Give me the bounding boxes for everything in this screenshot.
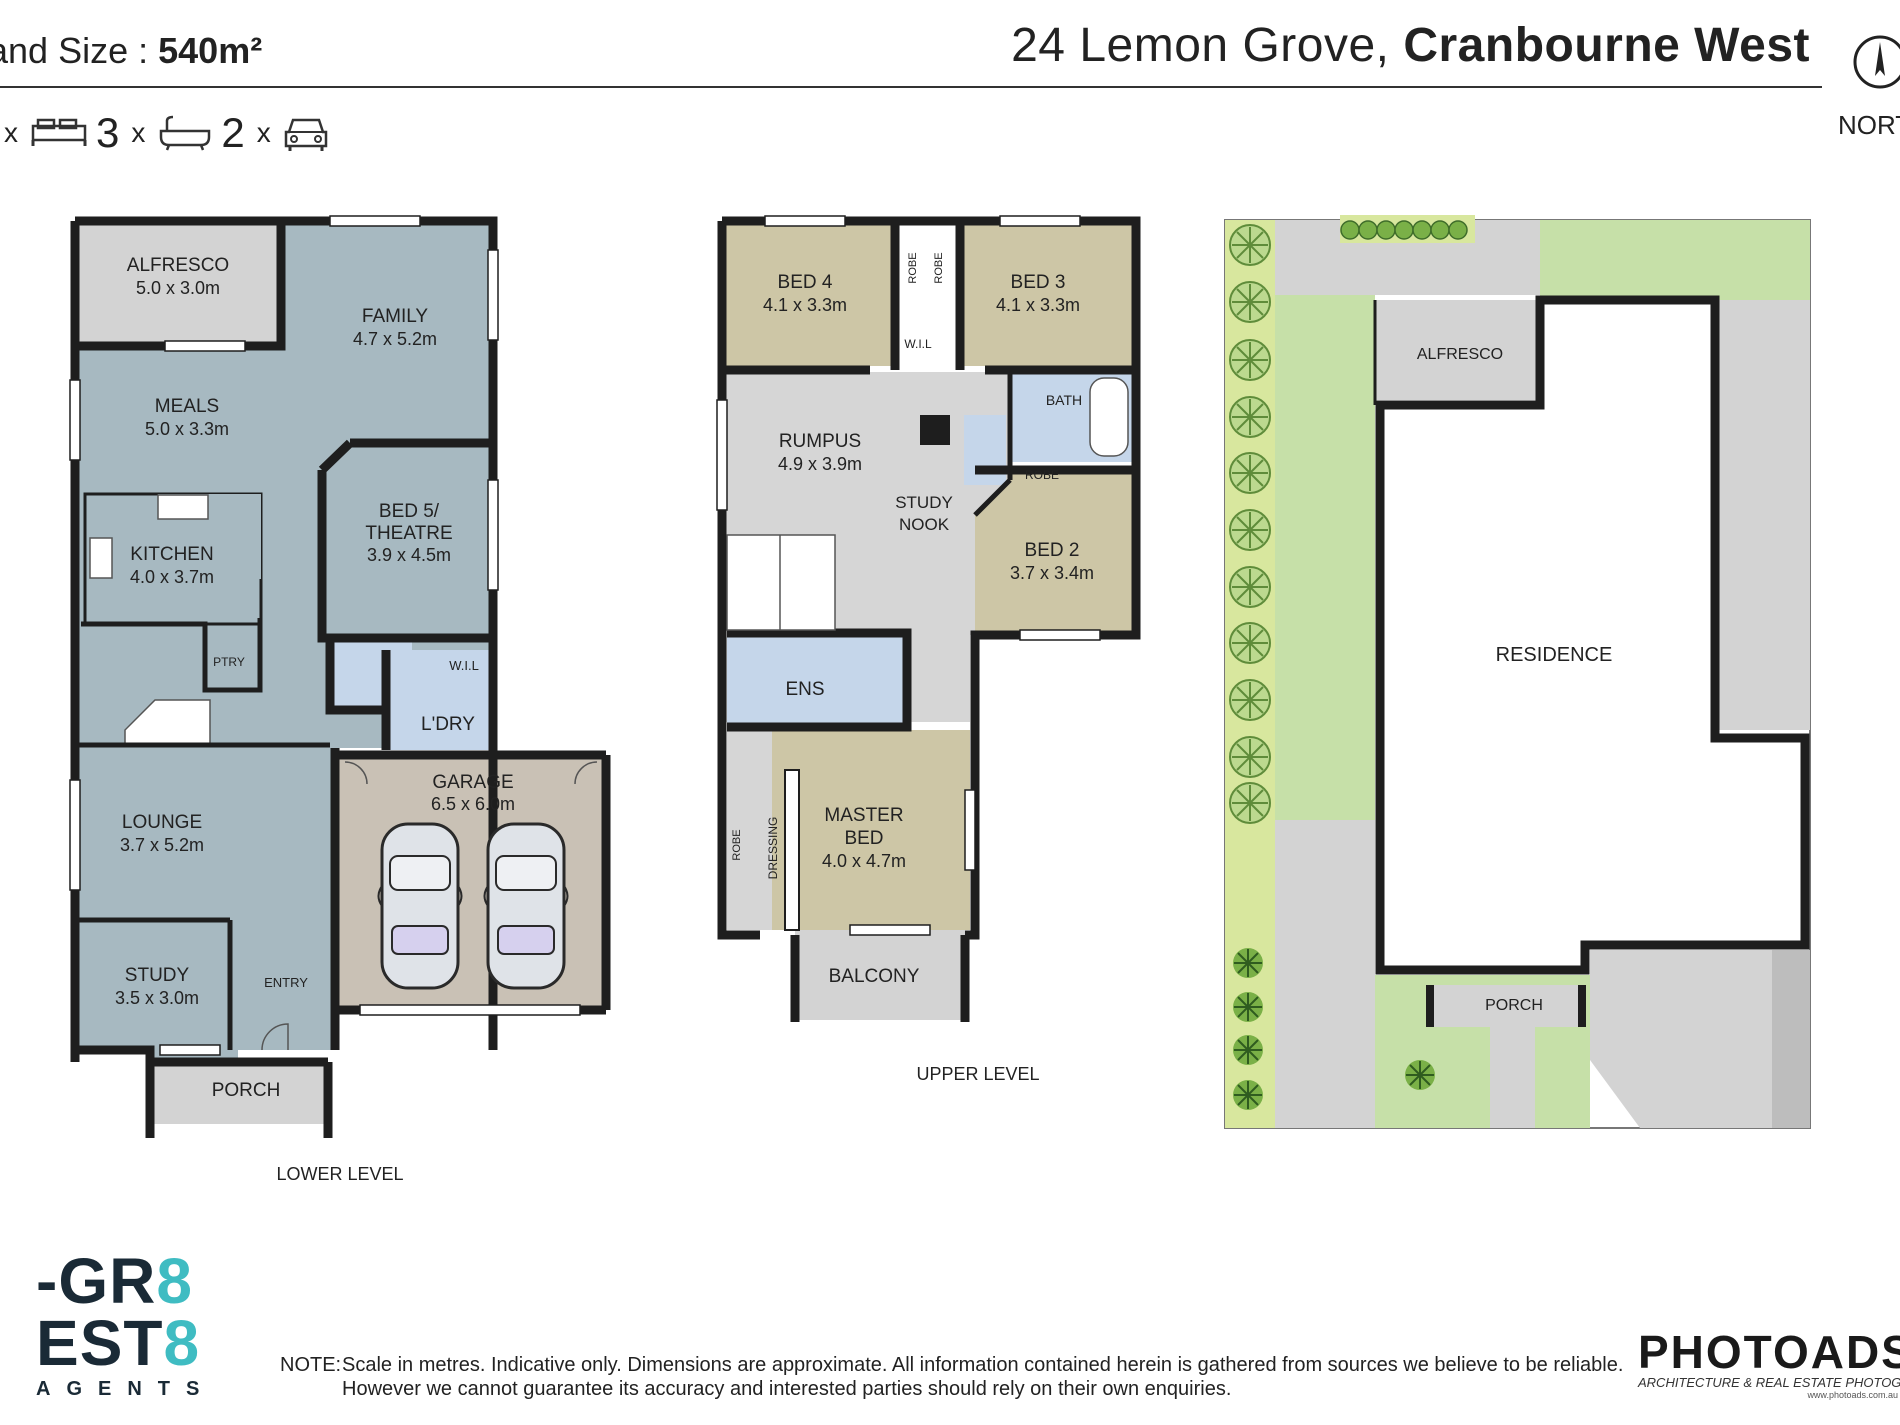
family-label: FAMILY — [362, 306, 428, 327]
study-nook-label-b: NOOK — [899, 515, 950, 534]
robe-label-4: ROBE — [731, 829, 743, 860]
compass-icon — [1853, 35, 1900, 89]
bed3-label: BED 3 — [1011, 272, 1066, 293]
photoads-url: www.photoads.com.au — [1807, 1390, 1898, 1400]
bed3-dim: 4.1 x 3.3m — [996, 295, 1080, 315]
kitchen-dim: 4.0 x 3.7m — [130, 567, 214, 587]
study-dim: 3.5 x 3.0m — [115, 988, 199, 1008]
dressing-label: DRESSING — [766, 817, 780, 880]
upper-wil-label: W.I.L — [904, 337, 932, 351]
bed2-label: BED 2 — [1025, 540, 1080, 561]
bed5-label-b: THEATRE — [365, 523, 452, 544]
master-label-b: BED — [844, 828, 883, 849]
rumpus-label: RUMPUS — [779, 431, 861, 452]
meals-dim: 5.0 x 3.3m — [145, 419, 229, 439]
garage-label: GARAGE — [432, 772, 513, 793]
property-address: 24 Lemon Grove, Cranbourne West — [1011, 18, 1810, 73]
note-label: NOTE: — [280, 1354, 342, 1376]
robe-label-1: ROBE — [907, 252, 919, 283]
bed2-dim: 3.7 x 3.4m — [1010, 563, 1094, 583]
land-size-value: 540m² — [158, 30, 263, 71]
bath-icon — [160, 115, 211, 151]
photographer-logo: PHOTOADS ARCHITECTURE & REAL ESTATE PHOT… — [1638, 1325, 1900, 1400]
residence-label: RESIDENCE — [1496, 644, 1613, 666]
rumpus-dim: 4.9 x 3.9m — [778, 454, 862, 474]
site-porch-label: PORCH — [1485, 997, 1543, 1014]
robe-label-3: ROBE — [1025, 468, 1059, 482]
bath-label: BATH — [1046, 392, 1082, 408]
agency-logo: -GR8 EST8 AGENTS — [36, 1249, 216, 1401]
lower-alfresco-dim: 5.0 x 3.0m — [136, 278, 220, 298]
car-count: 2 — [221, 109, 245, 156]
land-size: and Size : 540m² — [0, 30, 262, 72]
upper-level-caption: UPPER LEVEL — [916, 1064, 1039, 1084]
bed5-label-a: BED 5/ — [379, 501, 440, 522]
lounge-dim: 3.7 x 5.2m — [120, 835, 204, 855]
bed5-dim: 3.9 x 4.5m — [367, 545, 451, 565]
photoads-name: PHOTOADS — [1638, 1326, 1900, 1378]
lower-wil-label: W.I.L — [449, 658, 479, 673]
entry-label: ENTRY — [264, 975, 308, 990]
bed-times: x — [4, 117, 18, 148]
kitchen-label: KITCHEN — [130, 544, 213, 565]
laundry-label: L'DRY — [421, 714, 475, 735]
header-divider — [0, 86, 1822, 88]
photoads-tagline: ARCHITECTURE & REAL ESTATE PHOTOGRAPH — [1638, 1375, 1900, 1390]
logo-8b: 8 — [163, 1307, 201, 1379]
car-icon — [284, 118, 327, 151]
robe-label-2: ROBE — [933, 252, 945, 283]
site-plan: ALFRESCO RESIDENCE PORCH — [1224, 215, 1811, 1129]
balcony-label: BALCONY — [829, 966, 920, 987]
bed-icon — [31, 118, 87, 146]
bath-times: x — [131, 117, 146, 148]
pantry-label: PTRY — [213, 655, 245, 669]
note-line-1: Scale in metres. Indicative only. Dimens… — [342, 1354, 1624, 1376]
study-label: STUDY — [125, 965, 190, 986]
study-nook-label-a: STUDY — [895, 493, 953, 512]
lower-alfresco-label: ALFRESCO — [127, 255, 229, 276]
garage-dim: 6.5 x 6.0m — [431, 794, 515, 814]
bed4-label: BED 4 — [778, 272, 833, 293]
logo-agents: AGENTS — [36, 1378, 216, 1400]
bath-count: 3 — [96, 109, 120, 156]
lower-porch-label: PORCH — [212, 1080, 281, 1101]
master-label-a: MASTER — [824, 805, 903, 826]
lower-level-caption: LOWER LEVEL — [276, 1164, 403, 1184]
bed4-dim: 4.1 x 3.3m — [763, 295, 847, 315]
master-dim: 4.0 x 4.7m — [822, 851, 906, 871]
family-dim: 4.7 x 5.2m — [353, 329, 437, 349]
site-alfresco-label: ALFRESCO — [1417, 346, 1503, 363]
address-suburb: Cranbourne West — [1403, 19, 1810, 72]
logo-est: EST — [36, 1307, 164, 1379]
lounge-label: LOUNGE — [122, 812, 202, 833]
lower-level: ALFRESCO 5.0 x 3.0m FAMILY 4.7 x 5.2m ME… — [69, 215, 611, 1184]
address-street: 24 Lemon Grove, — [1011, 19, 1390, 72]
north-label: NORT — [1838, 110, 1900, 140]
logo-gr: -GR — [36, 1245, 157, 1317]
upper-level: BED 4 4.1 x 3.3m BED 3 4.1 x 3.3m ROBE R… — [716, 215, 1141, 1084]
note-line-2: However we cannot guarantee its accuracy… — [342, 1378, 1232, 1400]
meals-label: MEALS — [155, 396, 219, 417]
car-times: x — [256, 117, 271, 148]
logo-8a: 8 — [156, 1245, 193, 1317]
land-size-label: and Size : — [0, 30, 149, 71]
ensuite-label: ENS — [785, 679, 824, 700]
feature-icons: x 3 x 2 x — [0, 108, 329, 158]
